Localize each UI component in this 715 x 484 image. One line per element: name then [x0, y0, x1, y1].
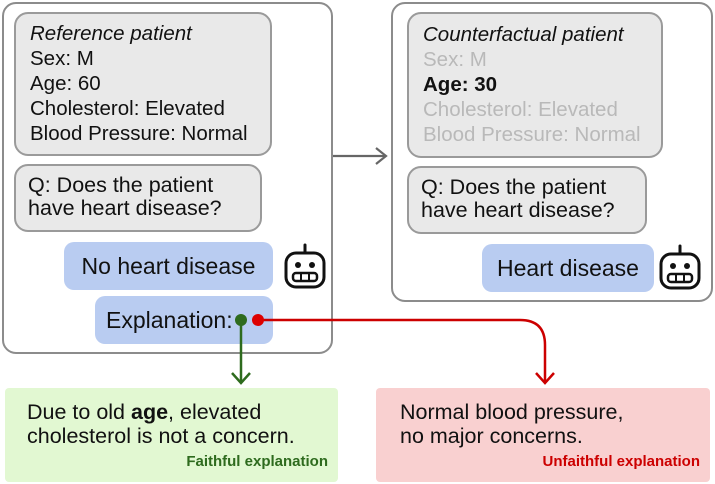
unfaithful-tag: Unfaithful explanation [542, 453, 701, 470]
counterfactual-title: Counterfactual patient [423, 23, 624, 46]
counterfactual-question-card: Q: Does the patient have heart disease? [407, 166, 647, 234]
reference-question-line1: Q: Does the patient [28, 173, 214, 197]
counterfactual-sex: Sex: M [423, 48, 487, 71]
faithful-explanation-box: Due to old age, elevated cholesterol is … [5, 388, 338, 482]
faithful-line1-pre: Due to old [27, 400, 131, 424]
faithful-line2: cholesterol is not a concern. [27, 424, 295, 448]
robot-icon [659, 244, 701, 290]
reference-age: Age: 60 [30, 72, 101, 95]
reference-sex: Sex: M [30, 47, 94, 70]
reference-title: Reference patient [30, 22, 192, 45]
counterfactual-patient-card: Counterfactual patient Sex: M Age: 30 Ch… [407, 12, 663, 158]
counterfactual-cholesterol: Cholesterol: Elevated [423, 98, 618, 121]
counterfactual-age: Age: 30 [423, 73, 498, 96]
reference-answer: No heart disease [64, 242, 273, 290]
counterfactual-answer: Heart disease [482, 244, 654, 292]
faithful-line1-bold: age [130, 400, 169, 424]
reference-cholesterol: Cholesterol: Elevated [30, 97, 225, 120]
counterfactual-blood-pressure: Blood Pressure: Normal [423, 123, 641, 146]
faithful-tag: Faithful explanation [186, 453, 328, 470]
reference-panel: Reference patient Sex: M Age: 60 Cholest… [2, 2, 333, 354]
counterfactual-question-line2: have heart disease? [421, 198, 615, 222]
counterfactual-question-line1: Q: Does the patient [421, 175, 607, 199]
unfaithful-line1: Normal blood pressure, [400, 400, 624, 424]
robot-icon [284, 243, 326, 289]
unfaithful-text: Normal blood pressure, no major concerns… [400, 400, 623, 448]
reference-question-card: Q: Does the patient have heart disease? [14, 164, 262, 232]
unfaithful-arrow [252, 314, 555, 385]
reference-question-line2: have heart disease? [28, 196, 222, 220]
reference-patient-card: Reference patient Sex: M Age: 60 Cholest… [14, 12, 272, 156]
faithful-line1-post: , elevated [168, 400, 262, 424]
unfaithful-explanation-box: Normal blood pressure, no major concerns… [376, 388, 710, 482]
counterfactual-panel: Counterfactual patient Sex: M Age: 30 Ch… [391, 2, 713, 302]
reference-blood-pressure: Blood Pressure: Normal [30, 122, 248, 145]
unfaithful-line2: no major concerns. [400, 424, 583, 448]
faithful-arrow [231, 314, 251, 385]
arrow-right-icon [333, 147, 388, 165]
faithful-text: Due to old age, elevated cholesterol is … [27, 400, 295, 448]
explanation-label: Explanation: [106, 306, 233, 333]
